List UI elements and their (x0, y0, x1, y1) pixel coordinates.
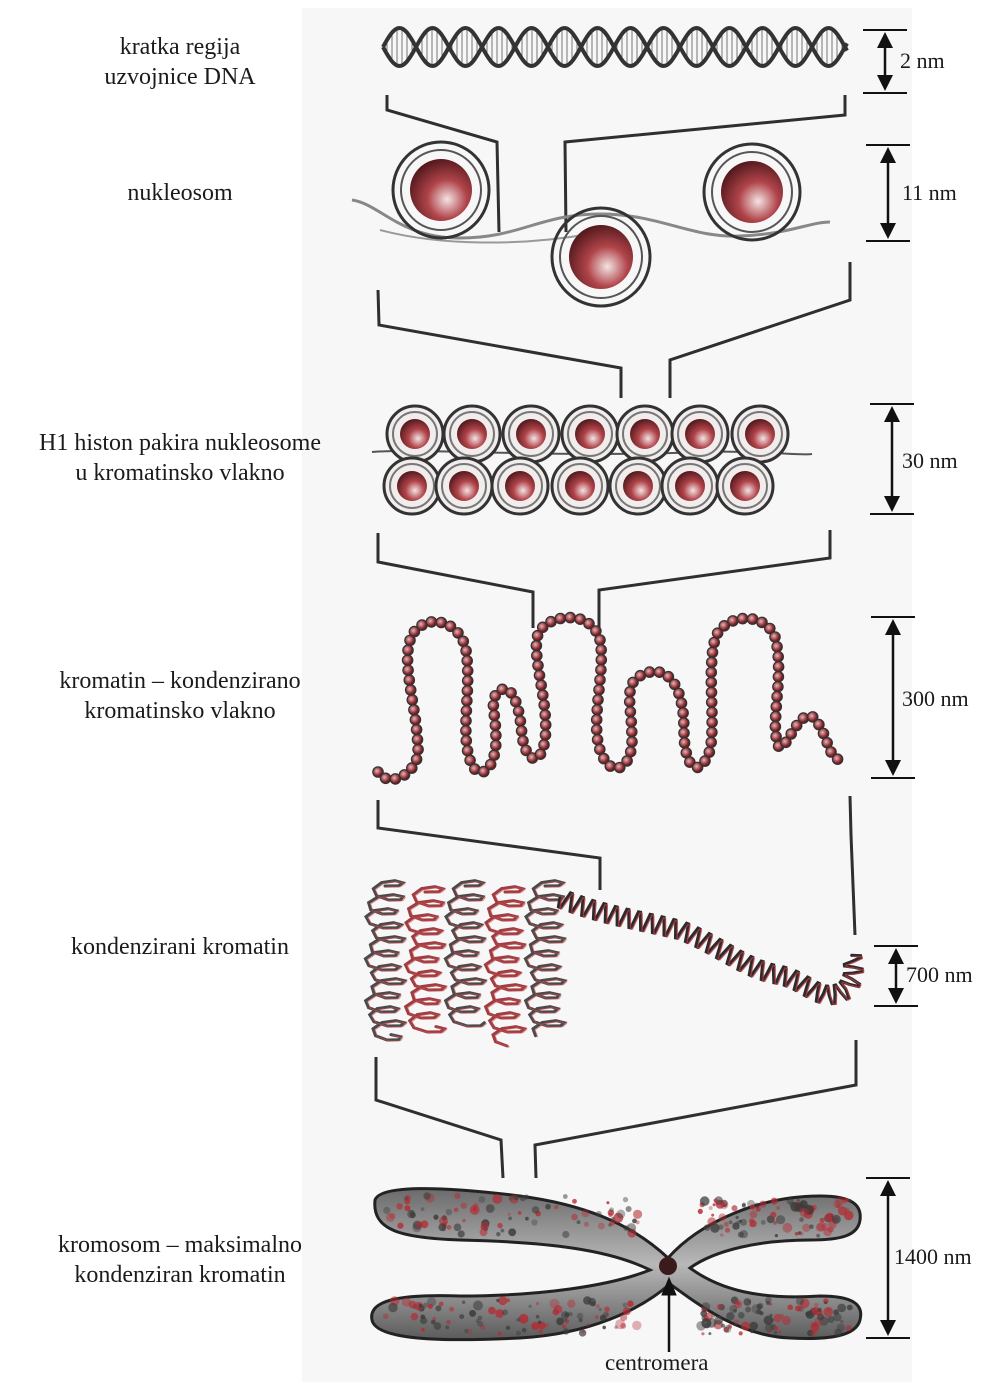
nucleosome-bead (387, 406, 443, 462)
stage-label-dna: kratka regija uzvojnice DNA (90, 32, 270, 92)
nucleosome-bead (503, 406, 559, 462)
size-label-nucleosome: 11 nm (902, 180, 957, 206)
nucleosome-bead (617, 406, 673, 462)
nucleosome-bead (552, 458, 608, 514)
nucleosome-bead (672, 406, 728, 462)
nucleosome-bead (562, 406, 618, 462)
nucleosome-bead (610, 458, 666, 514)
stage-label-fiber30: H1 histon pakira nukleosome u kromatinsk… (4, 428, 356, 488)
stage-label-chromosome: kromosom – maksimalno kondenziran kromat… (20, 1230, 340, 1290)
size-label-fiber300: 300 nm (902, 686, 969, 712)
nucleosome-bead (732, 406, 788, 462)
size-label-chromosome: 1400 nm (894, 1244, 972, 1270)
stage-label-fiber300: kromatin – kondenzirano kromatinsko vlak… (20, 666, 340, 726)
size-label-dna: 2 nm (900, 48, 945, 74)
nucleosome-bead (444, 406, 500, 462)
size-label-condensed: 700 nm (906, 962, 973, 988)
nucleosome-bead (492, 458, 548, 514)
nucleosome-bead (384, 458, 440, 514)
nucleosome-bead (717, 458, 773, 514)
centromere-label: centromera (605, 1350, 708, 1376)
nucleosome-bead (662, 458, 718, 514)
stage-label-condensed: kondenzirani kromatin (30, 932, 330, 962)
size-label-fiber30: 30 nm (902, 448, 958, 474)
nucleosome-bead (436, 458, 492, 514)
stage-label-nucleosome: nukleosom (90, 178, 270, 208)
